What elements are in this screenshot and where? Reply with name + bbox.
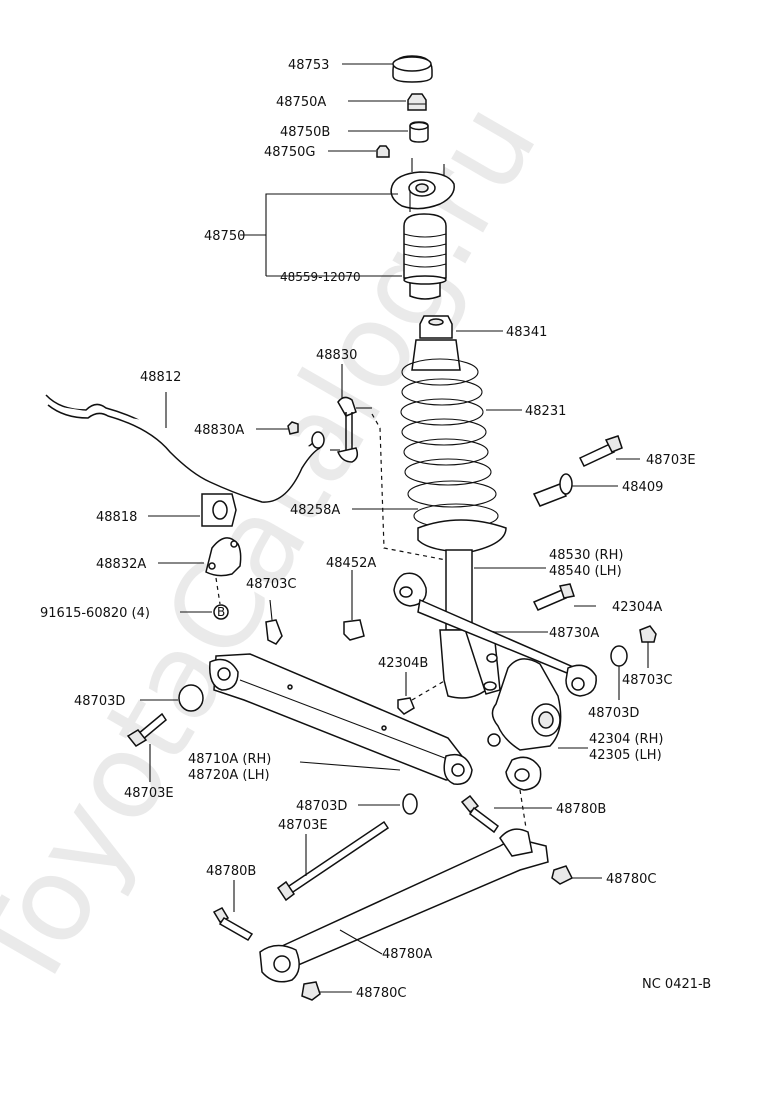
strut-48530 [439, 549, 501, 699]
bracket-48832A [205, 537, 242, 577]
label-48231: 48231 [525, 404, 566, 419]
label-48540: 48540 (LH) [549, 564, 622, 579]
label-48703E-top: 48703E [646, 453, 696, 468]
bolt-48780B-right [460, 794, 500, 834]
bolt-48703E-top [578, 435, 623, 467]
nut-48780C-bottom [301, 981, 321, 1001]
nut-48703C-left [265, 599, 283, 645]
bump-boot-48559 [403, 213, 447, 300]
bolt-48703E-mid [276, 820, 390, 902]
label-91615: 91615-60820 (4) [40, 606, 150, 621]
lateral-link-upper [393, 572, 597, 697]
nut-42304B [397, 672, 415, 715]
label-42305: 42305 (LH) [589, 748, 662, 763]
strut-mount-48750 [390, 158, 455, 212]
leader-48780A [339, 929, 383, 955]
assembly-dashline-4 [519, 789, 527, 829]
label-48703E-left: 48703E [124, 786, 174, 801]
bushing-48818 [201, 493, 237, 527]
stabilizer-link-48830 [330, 396, 372, 463]
label-48703D-mid: 48703D [296, 799, 347, 814]
label-48750A: 48750A [276, 95, 326, 110]
bolt-42304A [532, 583, 575, 611]
leader-48710A [299, 761, 401, 771]
assembly-dashline-1 [371, 413, 447, 561]
label-48832A: 48832A [96, 557, 146, 572]
nut-48750G [376, 145, 390, 158]
nut-48830A [287, 421, 299, 435]
assembly-dashline-3 [411, 679, 447, 701]
lower-arm-48710A [209, 653, 473, 785]
label-42304A: 42304A [612, 600, 662, 615]
label-48409: 48409 [622, 480, 663, 495]
label-48830A: 48830A [194, 423, 244, 438]
label-48720A: 48720A (LH) [188, 768, 270, 783]
label-48703C-right: 48703C [622, 673, 672, 688]
label-48710A: 48710A (RH) [188, 752, 271, 767]
coil-spring-48231 [400, 358, 499, 529]
spring-insulator-48341 [411, 315, 461, 371]
cap-48753 [392, 55, 433, 83]
spacer-48750B [409, 121, 429, 143]
label-48780B-right: 48780B [556, 802, 606, 817]
label-48830: 48830 [316, 348, 357, 363]
label-48341: 48341 [506, 325, 547, 340]
label-48780B-left: 48780B [206, 864, 256, 879]
label-48703D-left: 48703D [74, 694, 125, 709]
knuckle-42304 [487, 658, 562, 751]
label-48258A: 48258A [290, 503, 340, 518]
stabilizer-bar-48812 [45, 394, 325, 503]
label-42304B: 42304B [378, 656, 428, 671]
washer-48703D-right [610, 645, 628, 700]
bolt-mark-letter: B [217, 605, 225, 619]
bolt-48780B-left [212, 880, 254, 941]
lower-bushing-right [505, 756, 542, 791]
nut-48750A [407, 93, 427, 111]
washer-48703D-left [178, 684, 204, 712]
label-48753: 48753 [288, 58, 329, 73]
label-48703E-mid: 48703E [278, 818, 328, 833]
trailing-arm-48780A [259, 828, 549, 983]
label-48703C-left: 48703C [246, 577, 296, 592]
label-48780C-right: 48780C [606, 872, 656, 887]
bolt-91615: B [213, 604, 229, 620]
nut-48703C-right [639, 625, 657, 668]
leader-48750 [265, 193, 398, 276]
label-48812: 48812 [140, 370, 181, 385]
label-48559: 48559-12070 [280, 270, 361, 284]
label-48818: 48818 [96, 510, 137, 525]
spring-seat-48258A [417, 519, 507, 553]
bolt-48703E-left [126, 712, 167, 782]
label-42304: 42304 (RH) [589, 732, 663, 747]
diagram-code: NC 0421-B [642, 977, 711, 992]
label-48730A: 48730A [549, 626, 599, 641]
washer-48703D-mid [402, 793, 418, 815]
bolt-48409 [532, 473, 573, 507]
label-48530: 48530 (RH) [549, 548, 623, 563]
nut-48452A [343, 570, 365, 641]
label-48780A: 48780A [382, 947, 432, 962]
label-48750: 48750 [204, 229, 245, 244]
label-48452A: 48452A [326, 556, 376, 571]
label-48703D-right: 48703D [588, 706, 639, 721]
nut-48780C-right [551, 865, 574, 885]
label-48780C-bottom: 48780C [356, 986, 406, 1001]
label-48750G: 48750G [264, 145, 315, 160]
label-48750B: 48750B [280, 125, 330, 140]
